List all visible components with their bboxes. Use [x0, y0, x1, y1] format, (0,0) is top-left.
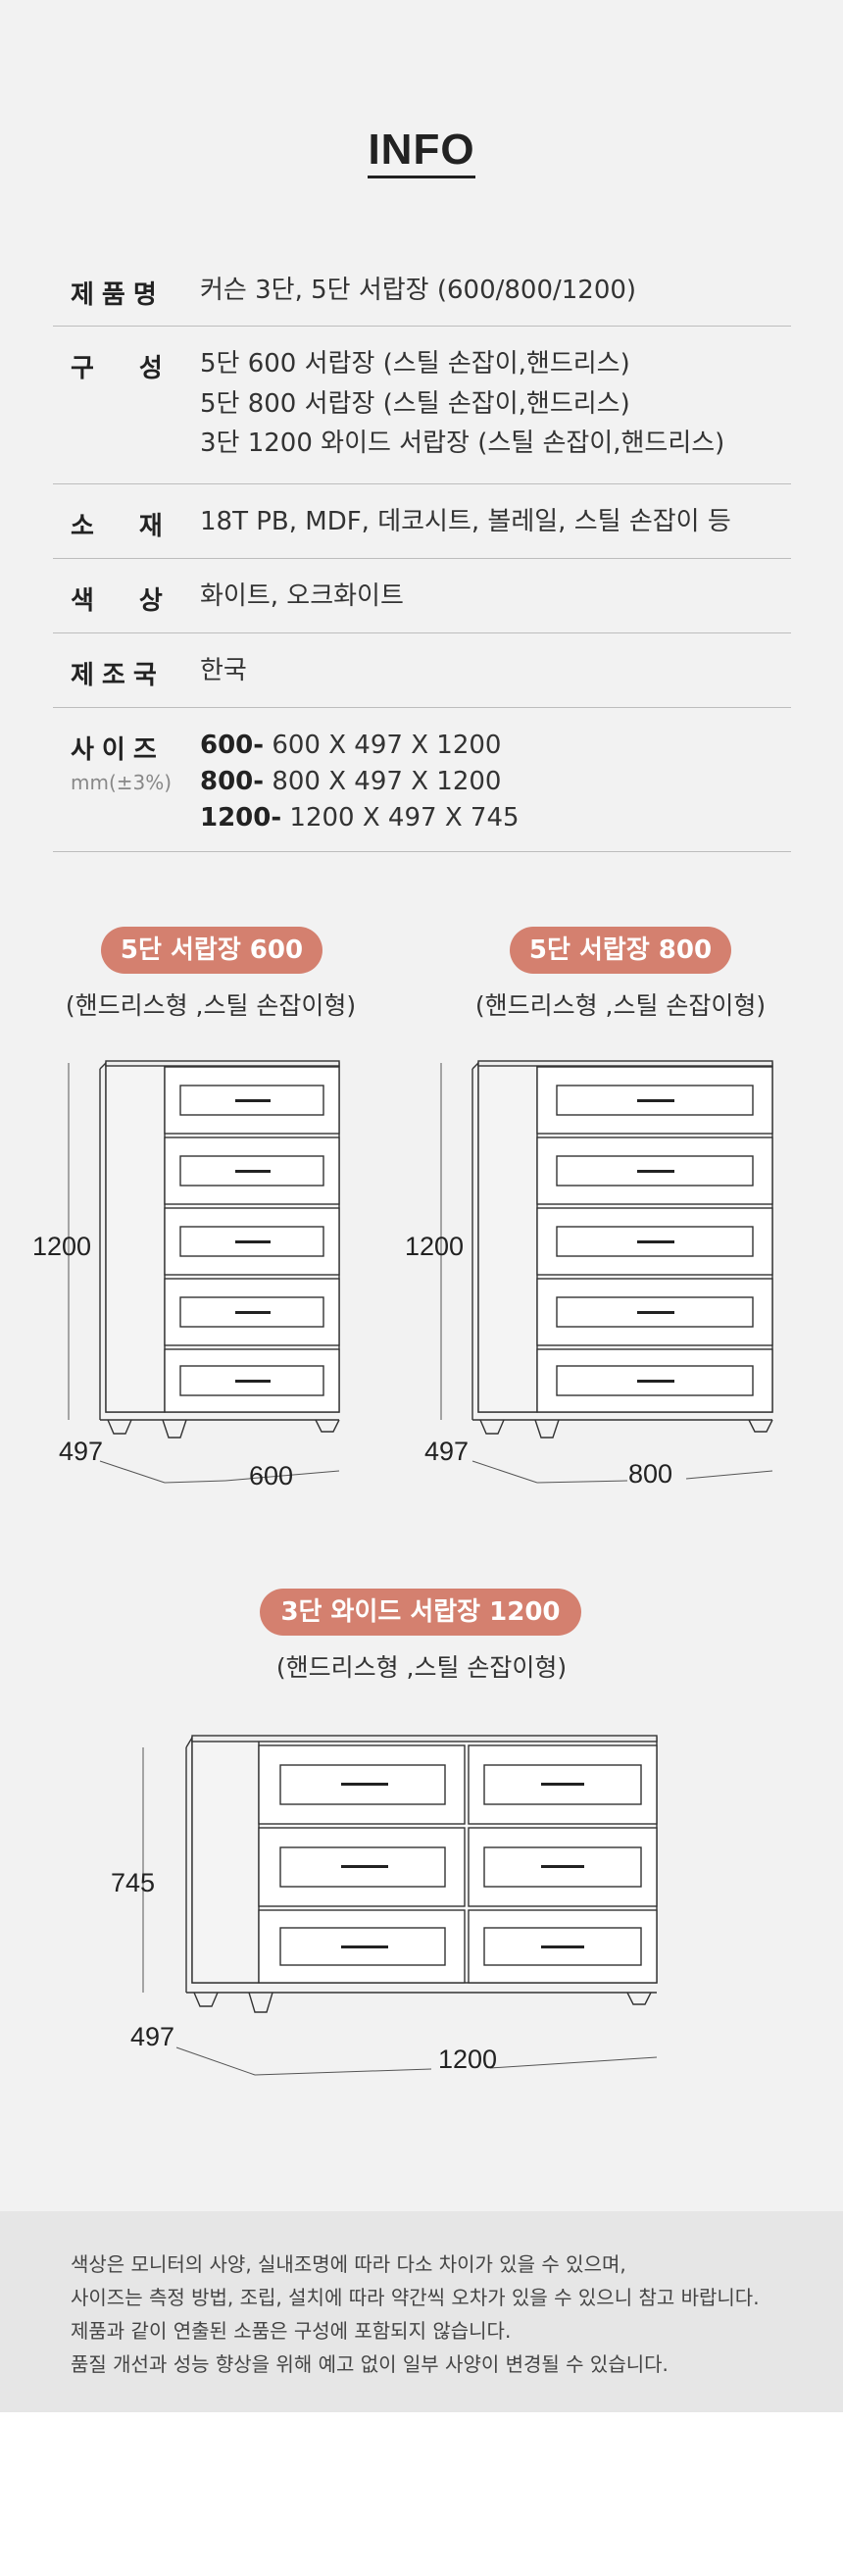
spec-value-color: 화이트, 오크화이트	[200, 581, 404, 611]
spec-table: 제품명 커슨 3단, 5단 서랍장 (600/800/1200) 구성 5단 6…	[53, 253, 791, 852]
product-1200-type: (핸드리스형 ,스틸 손잡이형)	[275, 1653, 568, 1682]
product-1200-depth: 497	[130, 2022, 175, 2051]
spec-label-material: 소재	[71, 512, 208, 541]
product-800-height: 1200	[405, 1232, 465, 1261]
spec-row-origin: 제조국 한국	[53, 633, 791, 708]
spec-size-unit: mm(±3%)	[71, 771, 173, 794]
notice-line-2: 사이즈는 측정 방법, 조립, 설치에 따라 약간씩 오차가 있을 수 있으니 …	[71, 2286, 760, 2309]
product-1200-name-badge: 3단 와이드 서랍장 1200	[260, 1589, 581, 1636]
spec-label-size: 사이즈	[71, 735, 165, 765]
product-600-depth: 497	[59, 1437, 104, 1466]
spec-value-origin: 한국	[200, 656, 247, 685]
spec-row-name: 제품명 커슨 3단, 5단 서랍장 (600/800/1200)	[53, 253, 791, 327]
spec-label-name: 제품명	[71, 280, 165, 310]
spec-row-material: 소재 18T PB, MDF, 데코시트, 볼레일, 스틸 손잡이 등	[53, 484, 791, 559]
spec-label-origin: 제조국	[71, 661, 165, 690]
spec-label-composition: 구성	[71, 354, 208, 383]
spec-value-size-1: 600- 600 X 497 X 1200	[200, 731, 502, 760]
spec-row-color: 색상 화이트, 오크화이트	[53, 559, 791, 633]
notice-line-4: 품질 개선과 성능 향상을 위해 예고 없이 일부 사양이 변경될 수 있습니다…	[71, 2352, 669, 2376]
product-800-width: 800	[628, 1459, 673, 1489]
product-info-section: INFO 제품명 커슨 3단, 5단 서랍장 (600/800/1200) 구성…	[0, 0, 843, 2211]
spec-value-size-3: 1200- 1200 X 497 X 745	[200, 803, 520, 833]
spec-value-composition-3: 3단 1200 와이드 서랍장 (스틸 손잡이,핸드리스)	[200, 429, 725, 458]
product-1200-height: 745	[111, 1868, 156, 1897]
product-600-height: 1200	[32, 1232, 92, 1261]
spec-value-material: 18T PB, MDF, 데코시트, 볼레일, 스틸 손잡이 등	[200, 507, 731, 536]
spec-value-size-2: 800- 800 X 497 X 1200	[200, 767, 502, 796]
spec-value-composition-2: 5단 800 서랍장 (스틸 손잡이,핸드리스)	[200, 389, 630, 419]
drawer-1200-illustration	[142, 1735, 658, 2076]
product-600-width: 600	[249, 1461, 294, 1490]
drawer-600-illustration	[68, 1060, 340, 1484]
notice-footer: 색상은 모니터의 사양, 실내조명에 따라 다소 차이가 있을 수 있으며, 사…	[0, 2211, 843, 2412]
notice-line-3: 제품과 같이 연출된 소품은 구성에 포함되지 않습니다.	[71, 2319, 512, 2343]
product-1200-width: 1200	[438, 2045, 498, 2074]
spec-value-composition-1: 5단 600 서랍장 (스틸 손잡이,핸드리스)	[200, 349, 630, 379]
product-600-type: (핸드리스형 ,스틸 손잡이형)	[65, 991, 357, 1020]
spec-label-color: 색상	[71, 586, 208, 616]
spec-row-size: 사이즈 mm(±3%) 600- 600 X 497 X 1200 800- 8…	[53, 708, 791, 852]
info-title: INFO	[0, 126, 843, 178]
product-800-name-badge: 5단 서랍장 800	[510, 927, 731, 974]
spec-value-name: 커슨 3단, 5단 서랍장 (600/800/1200)	[200, 276, 637, 305]
spec-row-composition: 구성 5단 600 서랍장 (스틸 손잡이,핸드리스) 5단 800 서랍장 (…	[53, 327, 791, 484]
product-600-name-badge: 5단 서랍장 600	[101, 927, 322, 974]
product-800-depth: 497	[424, 1437, 470, 1466]
notice-line-1: 색상은 모니터의 사양, 실내조명에 따라 다소 차이가 있을 수 있으며,	[71, 2252, 626, 2276]
product-800-type: (핸드리스형 ,스틸 손잡이형)	[474, 991, 767, 1020]
drawer-800-illustration	[440, 1060, 773, 1484]
